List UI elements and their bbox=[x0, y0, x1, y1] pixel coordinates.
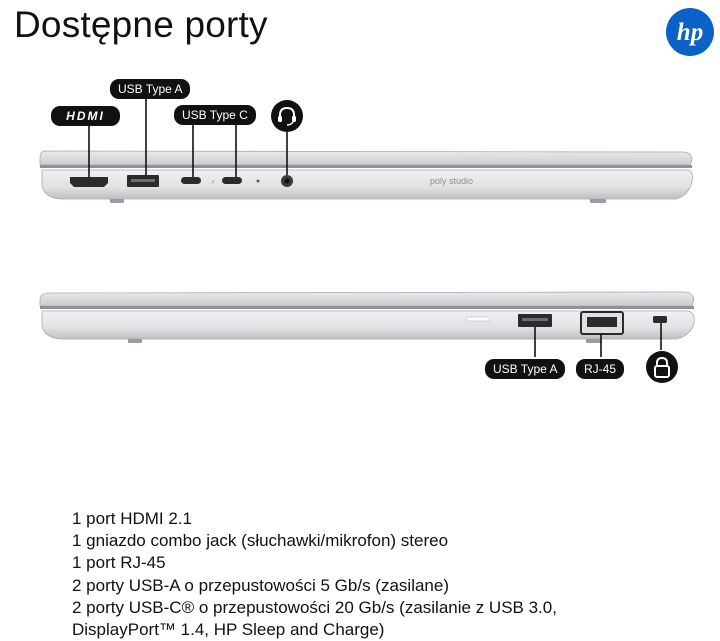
headset-icon bbox=[271, 100, 303, 132]
spec-line: DisplayPort™ 1.4, HP Sleep and Charge) bbox=[72, 620, 385, 640]
speaker-brand: poly studio bbox=[430, 176, 473, 186]
spec-line: 2 porty USB-A o przepustowości 5 Gb/s (z… bbox=[72, 575, 449, 595]
hdmi-port bbox=[70, 177, 108, 187]
usb-type-a-label-right: USB Type A bbox=[485, 359, 566, 379]
spec-line: 1 gniazdo combo jack (słuchawki/mikrofon… bbox=[72, 531, 449, 551]
port-specs-list: 1 port HDMI 2.1 1 gniazdo combo jack (sł… bbox=[72, 508, 557, 641]
hdmi-label: HDMI bbox=[51, 106, 120, 126]
lock-icon bbox=[646, 351, 678, 383]
hp-logo: hp bbox=[666, 8, 714, 56]
usb-type-c-label: USB Type C bbox=[174, 105, 256, 125]
usb-type-a-label-left: USB Type A bbox=[110, 79, 191, 99]
page-title: Dostępne porty bbox=[14, 4, 268, 45]
spec-line: 1 port HDMI 2.1 bbox=[72, 509, 192, 528]
laptop-ports-illustration: ⚡ poly studio bbox=[39, 96, 695, 357]
spec-line: 2 porty USB-C® o przepustowości 20 Gb/s … bbox=[72, 597, 557, 617]
spec-line: 1 port RJ-45 bbox=[72, 553, 166, 573]
rj45-label: RJ-45 bbox=[576, 359, 625, 379]
lock-slot bbox=[653, 316, 667, 323]
svg-text:⚡: ⚡ bbox=[211, 179, 215, 186]
usb-c-port-2 bbox=[222, 177, 242, 184]
svg-text:hp: hp bbox=[677, 19, 703, 46]
laptop-right-side bbox=[39, 291, 695, 357]
laptop-left-side: ⚡ poly studio bbox=[39, 96, 693, 203]
usb-c-port-1 bbox=[181, 177, 201, 184]
